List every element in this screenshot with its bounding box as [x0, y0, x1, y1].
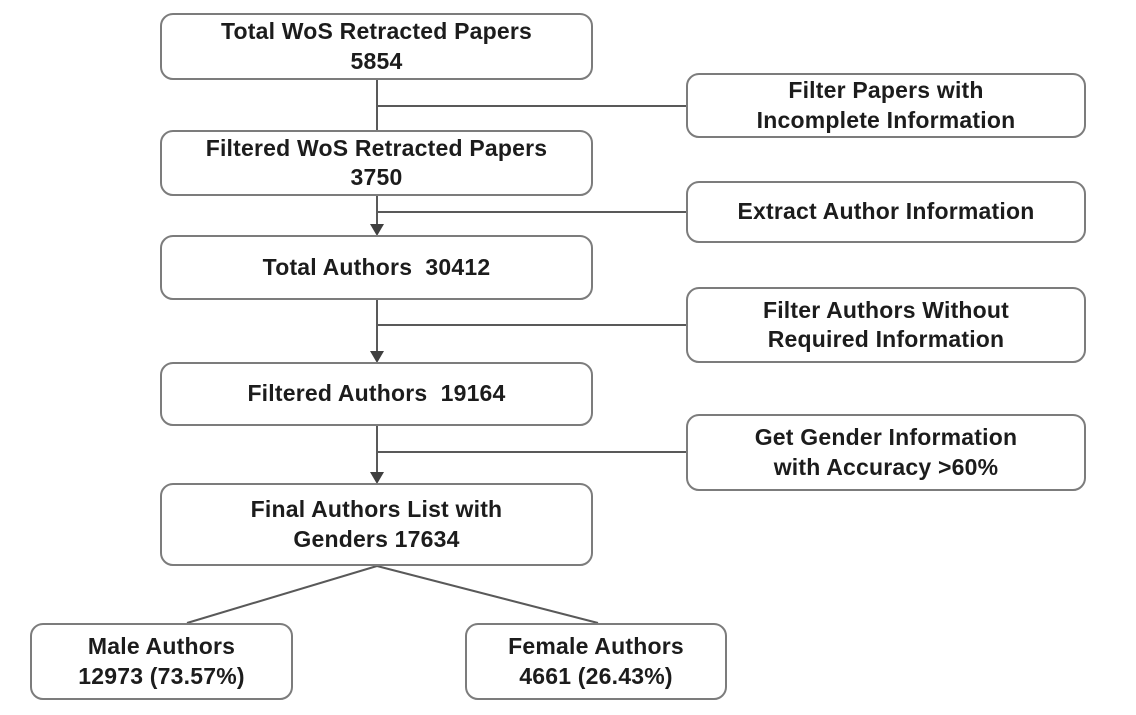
arrow-down-icon: [370, 224, 384, 236]
node-value: 12973 (73.57%): [78, 662, 245, 689]
node-filter-incomplete-papers: Filter Papers with Incomplete Informatio…: [686, 73, 1086, 138]
arrow-down-icon: [370, 351, 384, 363]
node-label: Female Authors: [508, 633, 684, 660]
node-final-authors-list: Final Authors List with Genders 17634: [160, 483, 593, 566]
node-value: 4661 (26.43%): [519, 662, 673, 689]
node-label: Filtered Authors 19164: [247, 380, 506, 407]
node-value: 3750: [350, 164, 403, 190]
node-female-authors: Female Authors 4661 (26.43%): [465, 623, 727, 700]
node-male-authors: Male Authors 12973 (73.57%): [30, 623, 293, 700]
arrow-down-icon: [370, 472, 384, 484]
node-label-2: Required Information: [767, 326, 1005, 352]
node-value: 5854: [350, 47, 403, 74]
node-value: Genders 17634: [293, 525, 460, 552]
node-label: Male Authors: [87, 633, 236, 660]
node-get-gender-information: Get Gender Information with Accuracy >60…: [686, 414, 1086, 491]
connector-line: [186, 565, 378, 624]
node-filtered-wos-retracted-papers: Filtered WoS Retracted Papers 3750: [160, 130, 593, 196]
node-label-2: Incomplete Information: [756, 106, 1016, 133]
node-total-authors: Total Authors 30412: [160, 235, 593, 300]
node-label: Final Authors List with: [250, 496, 503, 523]
node-total-wos-retracted-papers: Total WoS Retracted Papers 5854: [160, 13, 593, 80]
node-label: Extract Author Information: [737, 198, 1035, 225]
node-label: Filter Authors Without: [762, 296, 1010, 323]
node-label-2: with Accuracy >60%: [773, 453, 999, 480]
node-label: Total WoS Retracted Papers: [220, 18, 533, 45]
node-label: Filtered WoS Retracted Papers: [205, 134, 548, 161]
node-filtered-authors: Filtered Authors 19164: [160, 362, 593, 426]
node-filter-authors-without-info: Filter Authors Without Required Informat…: [686, 287, 1086, 363]
node-label: Get Gender Information: [754, 424, 1018, 451]
node-extract-author-information: Extract Author Information: [686, 181, 1086, 243]
node-label: Total Authors 30412: [262, 253, 491, 280]
connector-line: [376, 565, 599, 624]
node-label: Filter Papers with: [788, 77, 984, 104]
